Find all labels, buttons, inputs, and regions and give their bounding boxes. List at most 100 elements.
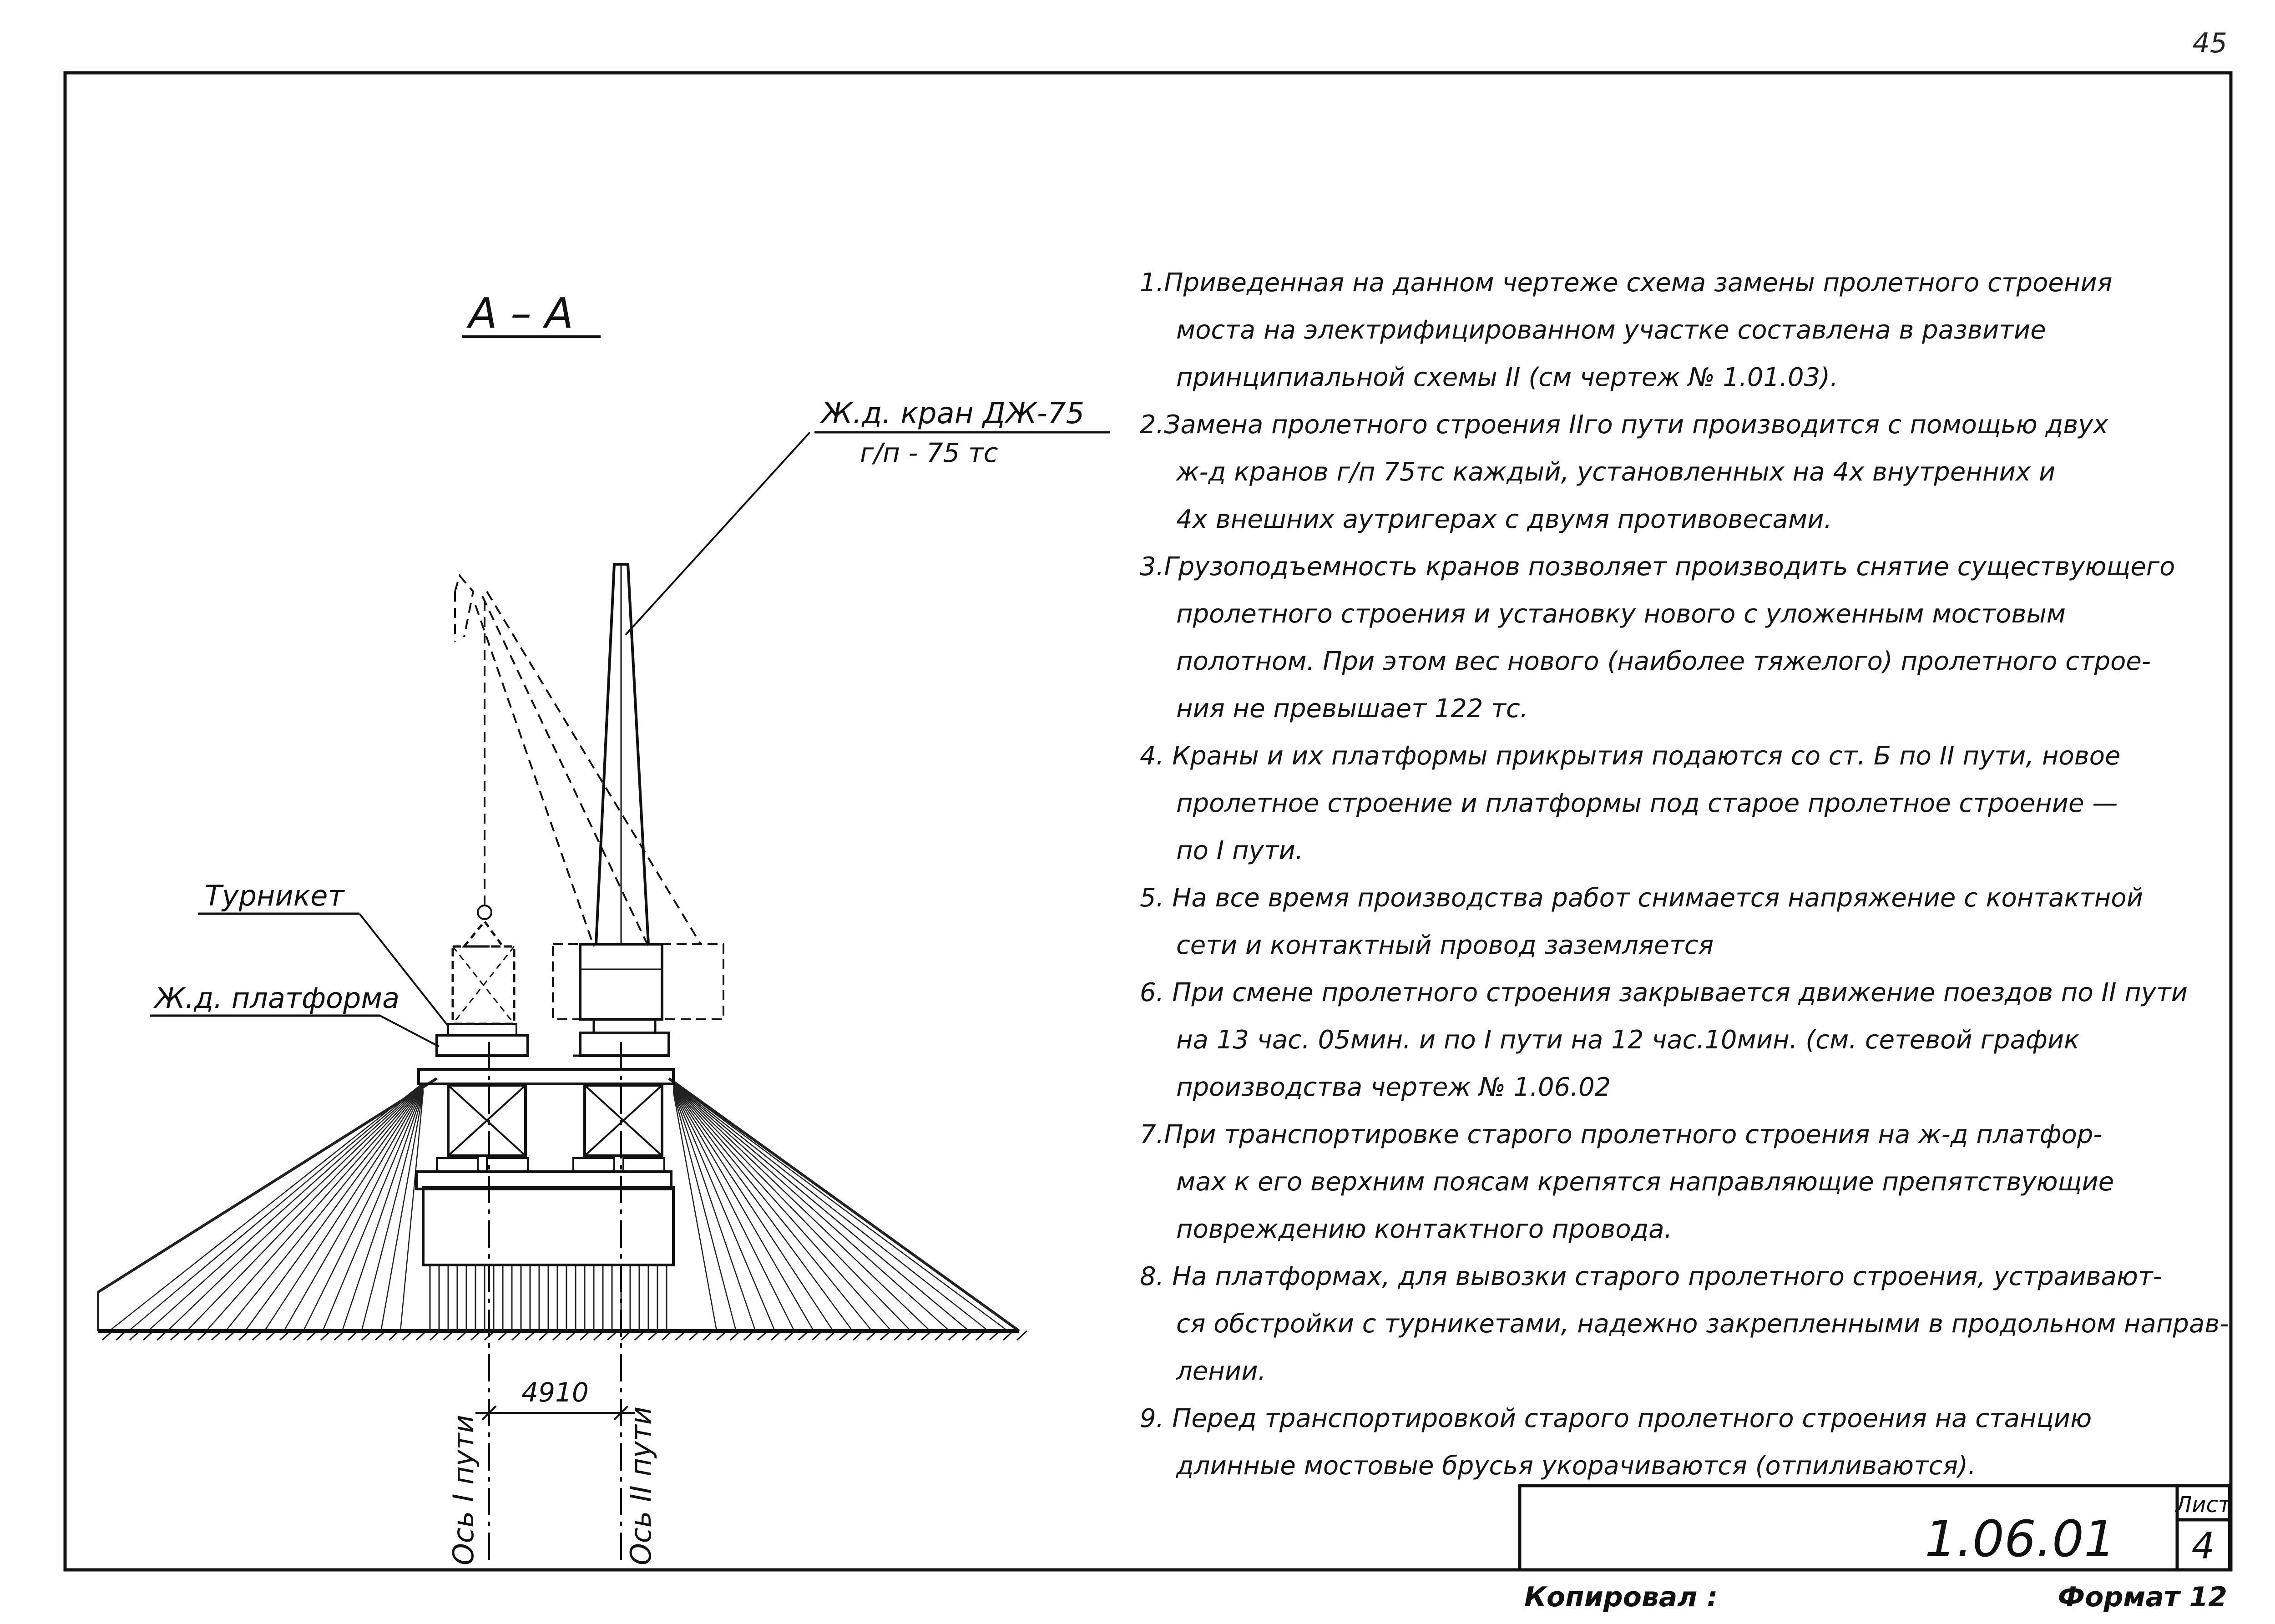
sheet-frame (63, 71, 2233, 1572)
note-item: 2.Замена пролетного строения IIго пути п… (1140, 401, 2232, 543)
slope-ray (341, 1090, 424, 1331)
slope-ray (264, 1087, 424, 1331)
ground-hatch-mark (156, 1330, 168, 1341)
note-line: 5. На все время производства работ снима… (1140, 883, 2144, 913)
note-line: повреждению контактного провода. (1176, 1214, 1673, 1244)
slope-ray (109, 1083, 424, 1331)
ground-hatch-mark (279, 1330, 291, 1341)
slope-ray (673, 1087, 873, 1331)
slope-ray (673, 1084, 950, 1331)
ground-hatch-mark (934, 1330, 946, 1341)
format-label: Формат 12 (2058, 1581, 2227, 1613)
track-axes (488, 1042, 622, 1565)
ground-hatch-mark (224, 1330, 236, 1341)
ground-hatch-mark (197, 1330, 209, 1341)
slope-ray (673, 1085, 911, 1331)
note-line: ния не превышает 122 тс. (1176, 694, 1528, 723)
note-item: 5. На все время производства работ снима… (1140, 875, 2232, 969)
note-line: 4. Краны и их платформы прикрытия подают… (1140, 741, 2121, 771)
dimension-line (475, 1405, 635, 1421)
ground-hatch-mark (374, 1330, 386, 1341)
ground-hatch-mark (634, 1330, 646, 1341)
ground-hatch-mark (525, 1330, 536, 1341)
ground-hatch-mark (252, 1330, 263, 1341)
ground-hatch-mark (170, 1330, 182, 1341)
note-line: моста на электрифицированном участке сос… (1176, 315, 2046, 345)
note-line: лении. (1176, 1356, 1266, 1386)
ground-hatch-mark (716, 1330, 728, 1341)
slope-ray (128, 1083, 424, 1331)
sheet-number: 4 (2192, 1525, 2215, 1567)
ground-hatch-mark (1016, 1330, 1028, 1341)
slope-ray (672, 1088, 814, 1331)
section-label: А – А (466, 289, 573, 338)
note-line: 7.При транспортировке старого пролетного… (1140, 1120, 2103, 1149)
ground-hatch-mark (866, 1330, 878, 1341)
ground-hatch-mark (675, 1330, 687, 1341)
page-number: 45 (2193, 27, 2227, 59)
crane-label: Ж.д. кран ДЖ-75 (819, 397, 1084, 430)
railway-crane (552, 563, 724, 1057)
platform-label: Ж.д. платформа (153, 981, 399, 1015)
note-line: 6. При смене пролетного строения закрыва… (1140, 978, 2188, 1007)
ground-hatch-mark (456, 1330, 468, 1341)
note-line: длинные мостовые брусья укорачиваются (о… (1176, 1451, 1976, 1481)
platform-leader (379, 1015, 440, 1047)
ground-hatch-mark (729, 1330, 741, 1341)
note-item: 3.Грузоподъемность кранов позволяет прои… (1140, 543, 2232, 733)
dimension-value: 4910 (521, 1377, 589, 1408)
note-item: 6. При смене пролетного строения закрыва… (1140, 969, 2232, 1111)
slope-ray (322, 1089, 424, 1331)
ground-hatch-mark (402, 1330, 414, 1341)
note-line: полотном. При этом вес нового (наиболее … (1176, 647, 2151, 676)
note-item: 7.При транспортировке старого пролетного… (1140, 1111, 2232, 1253)
ground-hatch-mark (770, 1330, 782, 1341)
ground-hatch-mark (907, 1330, 919, 1341)
ground-hatch-mark (334, 1330, 345, 1341)
ground-hatch-mark (989, 1330, 1001, 1341)
ground-hatch-mark (784, 1330, 796, 1341)
slope-ray (147, 1083, 424, 1331)
slope-ray (673, 1083, 989, 1331)
ground-hatch-mark (497, 1330, 509, 1341)
ground-hatch-mark (538, 1330, 550, 1341)
note-item: 1.Приведенная на данном чертеже схема за… (1140, 259, 2232, 401)
ground-hatch-mark (743, 1330, 755, 1341)
note-line: 1.Приведенная на данном чертеже схема за… (1140, 268, 2113, 298)
sheet-label: Лист (2174, 1492, 2232, 1518)
crane-leader (625, 431, 811, 636)
copied-by: Копировал : (1524, 1581, 1718, 1613)
ground-hatch-mark (211, 1330, 222, 1341)
ground-hatch-mark (470, 1330, 482, 1341)
ground-hatch-mark (552, 1330, 564, 1341)
crane-boom-alt-position (454, 573, 702, 947)
note-line: производства чертеж № 1.06.02 (1176, 1073, 1611, 1102)
note-line: 9. Перед транспортировкой старого пролет… (1140, 1404, 2092, 1433)
ground-hatch-mark (579, 1330, 591, 1341)
ground-hatch-mark (320, 1330, 332, 1341)
ground-hatch-mark (115, 1330, 127, 1341)
ground-hatch-mark (129, 1330, 141, 1341)
note-line: принципиальной схемы II (см чертеж № 1.0… (1176, 363, 1838, 392)
ground-hatch-mark (647, 1330, 659, 1341)
ground-hatch-mark (566, 1330, 577, 1341)
slope-ray (303, 1088, 424, 1331)
ground-hatch-mark (293, 1330, 304, 1341)
ground-hatch-mark (852, 1330, 864, 1341)
slope-ray (244, 1087, 424, 1331)
note-line: 3.Грузоподъемность кранов позволяет прои… (1140, 552, 2175, 582)
slope-ray (673, 1085, 931, 1331)
note-item: 8. На платформах, для вывозки старого пр… (1140, 1253, 2232, 1395)
ground-hatch-mark (825, 1330, 837, 1341)
ground-hatch-mark (688, 1330, 700, 1341)
ground-hatch-mark (443, 1330, 455, 1341)
bridge-supports (429, 1265, 667, 1331)
slope-ray (206, 1085, 424, 1331)
bridge-span (415, 1054, 675, 1266)
note-line: мах к его верхним поясам крепятся направ… (1176, 1167, 2114, 1197)
ground-hatch-mark (893, 1330, 905, 1341)
ground-hatch-mark (265, 1330, 277, 1341)
ground-hatch-mark (757, 1330, 768, 1341)
note-line: ся обстройки с турникетами, надежно закр… (1176, 1309, 2229, 1339)
crane-capacity: г/п - 75 тс (860, 437, 998, 468)
